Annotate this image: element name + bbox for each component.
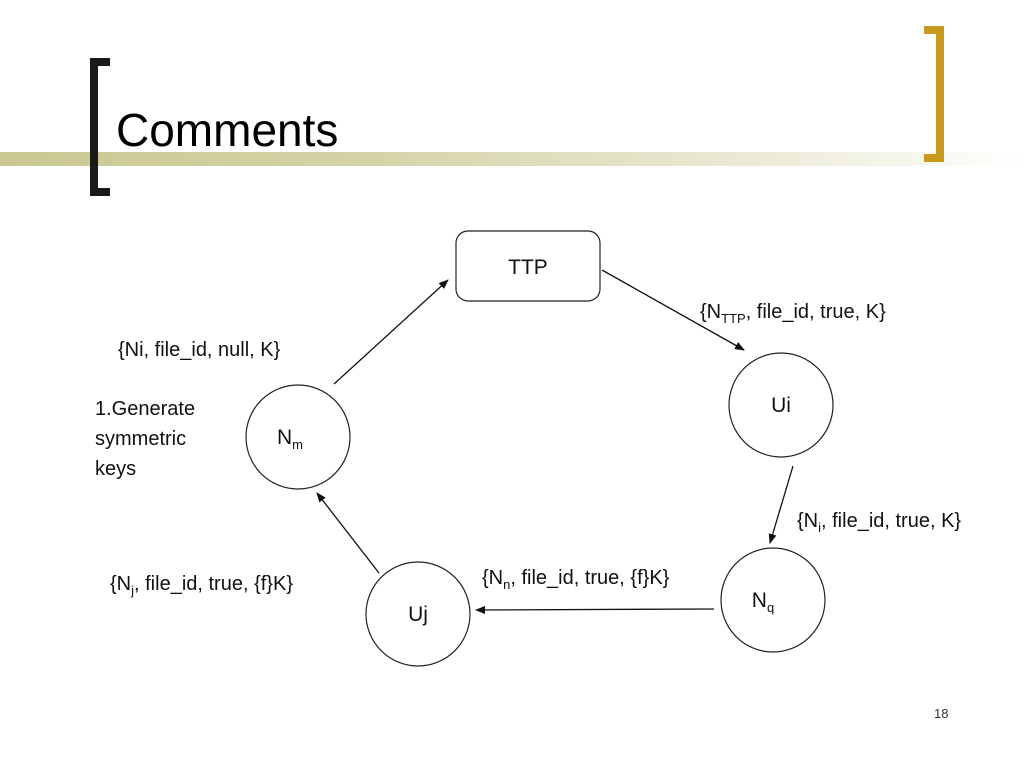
node-nq-label: Nq (752, 589, 774, 615)
node-ttp-label: TTP (508, 256, 548, 279)
left-bracket-decoration (90, 58, 110, 196)
note-line: 1.Generate (95, 398, 196, 420)
key-generation-note: 1.Generate symmetric keys (95, 394, 235, 484)
node-uj-label: Uj (408, 603, 428, 626)
title-band (0, 152, 1024, 166)
arrow-nm-to-ttp (333, 279, 449, 385)
arrow-uj-to-nm (316, 492, 380, 574)
arrow-ttp-to-ui (601, 269, 745, 351)
node-nm-label: Nm (277, 426, 303, 452)
message-ui-to-nq: {Ni, file_id, true, K} (797, 510, 961, 535)
message-nq-to-uj: {Nn, file_id, true, {f}K} (482, 567, 670, 592)
right-bracket-decoration (924, 26, 944, 162)
message-ttp-to-ui: {NTTP, file_id, true, K} (700, 301, 886, 326)
note-line: symmetric (95, 428, 187, 450)
node-ttp: TTP (455, 230, 601, 302)
note-line: keys (95, 458, 137, 480)
slide-title: Comments (116, 104, 339, 156)
page-number: 18 (934, 706, 949, 721)
node-ui-label: Ui (771, 394, 791, 417)
arrow-ui-to-nq (768, 465, 794, 544)
node-nq: Nq (720, 547, 826, 653)
node-nm: Nm (245, 384, 351, 490)
message-nm-to-ttp: {Ni, file_id, null, K} (118, 339, 281, 361)
arrow-nq-to-uj (475, 605, 715, 614)
node-ui: Ui (728, 352, 834, 458)
message-uj-to-nm: {Nj, file_id, true, {f}K} (110, 573, 293, 598)
node-uj: Uj (365, 561, 471, 667)
